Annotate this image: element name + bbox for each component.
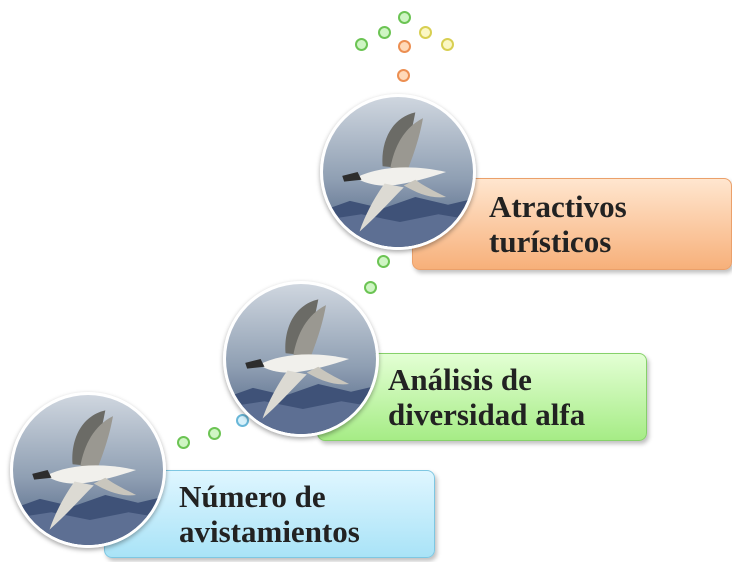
bird-photo-icon xyxy=(10,392,166,548)
bird-photo-icon xyxy=(320,94,476,250)
connector-dot xyxy=(364,281,377,294)
burst-dot xyxy=(419,26,432,39)
burst-dot xyxy=(397,69,410,82)
connector-dot xyxy=(177,436,190,449)
connector-dot xyxy=(208,427,221,440)
step-1-label: Número de avistamientos xyxy=(179,479,360,549)
connector-dot xyxy=(377,255,390,268)
step-2-label: Análisis de diversidad alfa xyxy=(388,362,586,432)
burst-dot xyxy=(355,38,368,51)
burst-dot xyxy=(441,38,454,51)
step-3-label: Atractivos turísticos xyxy=(489,189,627,259)
burst-dot xyxy=(378,26,391,39)
bird-photo-icon xyxy=(223,281,379,437)
burst-dot xyxy=(398,11,411,24)
connector-dot xyxy=(236,414,249,427)
step-2-box: Análisis de diversidad alfa xyxy=(317,353,647,441)
burst-dot xyxy=(398,40,411,53)
